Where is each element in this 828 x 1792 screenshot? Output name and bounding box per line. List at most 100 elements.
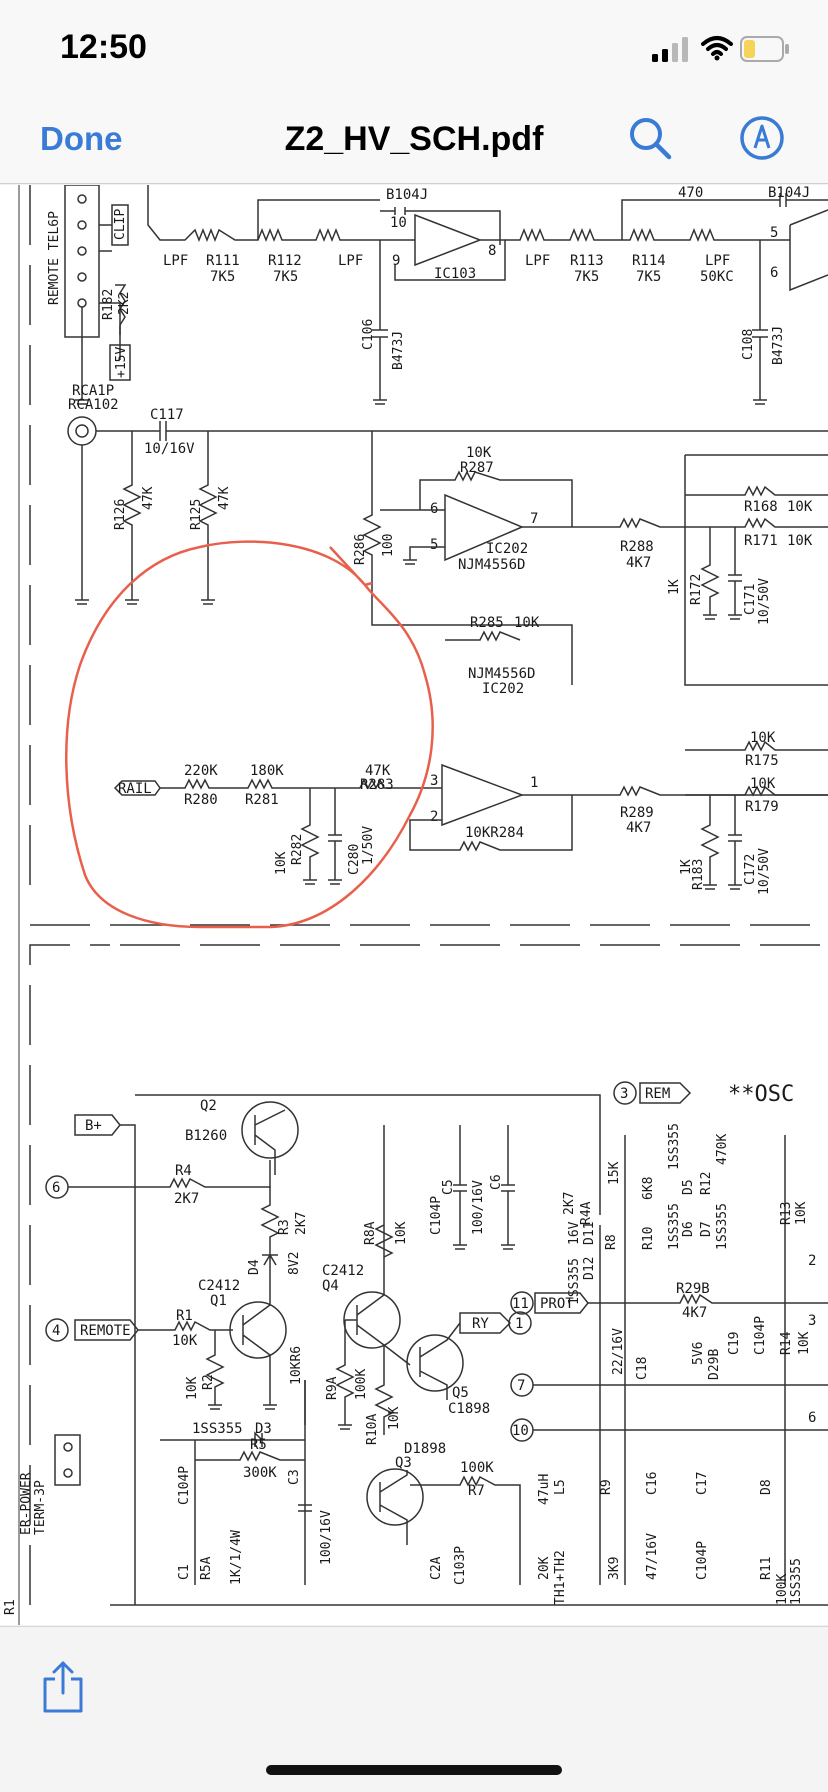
svg-text:Q4: Q4 [322, 1278, 339, 1294]
svg-text:R29B: R29B [676, 1281, 710, 1297]
svg-text:R8: R8 [604, 1234, 619, 1250]
svg-text:B1260: B1260 [185, 1128, 227, 1144]
svg-text:R183: R183 [691, 859, 706, 890]
svg-text:C6: C6 [489, 1174, 504, 1190]
svg-text:6: 6 [430, 501, 438, 517]
svg-text:ER-POWER: ER-POWER [19, 1472, 34, 1535]
svg-text:47K: 47K [141, 486, 156, 510]
bottom-toolbar [0, 1626, 828, 1792]
svg-text:RY: RY [472, 1316, 489, 1332]
svg-text:R5A: R5A [199, 1556, 214, 1580]
svg-text:LPF: LPF [163, 253, 188, 269]
svg-text:1SS355: 1SS355 [667, 1123, 682, 1170]
svg-text:1SS355: 1SS355 [715, 1203, 730, 1250]
markup-icon[interactable] [738, 114, 786, 162]
svg-text:47K: 47K [217, 486, 232, 510]
svg-text:C17: C17 [695, 1472, 710, 1495]
svg-text:LPF: LPF [338, 253, 363, 269]
svg-text:4K7: 4K7 [626, 820, 651, 836]
svg-text:CLIP: CLIP [113, 209, 128, 240]
svg-text:IC103: IC103 [434, 266, 476, 282]
svg-text:2K7: 2K7 [294, 1212, 309, 1235]
svg-text:10K: 10K [172, 1333, 198, 1349]
svg-text:TERM-3P: TERM-3P [33, 1480, 48, 1535]
svg-text:10K: 10K [394, 1221, 409, 1245]
svg-text:2: 2 [808, 1253, 816, 1269]
svg-text:47/16V: 47/16V [645, 1533, 660, 1580]
nav-bar: Done Z2_HV_SCH.pdf [0, 100, 828, 184]
svg-text:47uH: 47uH [537, 1474, 552, 1505]
svg-text:R289: R289 [620, 805, 654, 821]
svg-text:D7: D7 [699, 1221, 714, 1237]
svg-text:100: 100 [381, 534, 396, 557]
svg-text:2K2: 2K2 [117, 292, 132, 315]
svg-text:100K: 100K [775, 1574, 790, 1605]
svg-text:9: 9 [392, 253, 400, 269]
svg-text:IC202: IC202 [482, 681, 524, 697]
svg-text:1SS355: 1SS355 [789, 1558, 804, 1605]
svg-text:C104P: C104P [753, 1316, 768, 1355]
status-time: 12:50 [60, 28, 147, 66]
svg-text:100/16V: 100/16V [319, 1510, 334, 1565]
svg-text:10K: 10K [466, 445, 492, 461]
battery-icon [740, 36, 789, 62]
svg-text:470K: 470K [715, 1134, 730, 1165]
wifi-icon [701, 36, 733, 61]
svg-text:10K: 10K [514, 615, 540, 631]
svg-text:RCA102: RCA102 [68, 397, 119, 413]
svg-text:470: 470 [678, 185, 703, 201]
svg-text:D11: D11 [582, 1222, 597, 1245]
svg-text:C2412: C2412 [198, 1278, 240, 1294]
svg-text:10K: 10K [274, 851, 289, 875]
share-icon[interactable] [40, 1659, 86, 1715]
svg-text:D1898: D1898 [404, 1441, 446, 1457]
svg-text:Q1: Q1 [210, 1293, 227, 1309]
svg-text:D8: D8 [759, 1479, 774, 1495]
svg-text:10K: 10K [185, 1376, 200, 1400]
svg-text:16V: 16V [567, 1221, 582, 1245]
svg-text:R172: R172 [689, 574, 704, 605]
red-circle-annotation [65, 540, 434, 929]
svg-text:C171: C171 [743, 584, 758, 615]
svg-text:C1898: C1898 [448, 1401, 490, 1417]
svg-text:R281: R281 [245, 792, 279, 808]
svg-text:R168: R168 [744, 499, 778, 515]
status-bar: 12:50 [0, 0, 828, 100]
done-button[interactable]: Done [40, 120, 123, 157]
svg-text:R126: R126 [113, 499, 128, 530]
search-icon[interactable] [626, 114, 674, 162]
svg-text:R13: R13 [779, 1202, 794, 1225]
svg-text:10/50V: 10/50V [757, 848, 772, 895]
svg-text:C108: C108 [741, 329, 756, 360]
pdf-page-view[interactable]: REMOTE TEL6P CLIP R182 2K2 +15V LPF R111… [0, 185, 828, 1625]
svg-text:3: 3 [808, 1313, 816, 1329]
svg-text:C19: C19 [727, 1332, 742, 1355]
svg-text:10KR284: 10KR284 [465, 825, 524, 841]
svg-text:C104P: C104P [177, 1466, 192, 1505]
svg-text:R8A: R8A [363, 1221, 378, 1245]
svg-text:C16: C16 [645, 1472, 660, 1495]
svg-text:6: 6 [770, 265, 778, 281]
svg-text:B104J: B104J [768, 185, 810, 201]
svg-text:10K: 10K [387, 1406, 402, 1430]
svg-text:C1: C1 [177, 1564, 192, 1580]
svg-text:R285: R285 [470, 615, 504, 631]
svg-text:PROT: PROT [540, 1296, 574, 1312]
document-title: Z2_HV_SCH.pdf [284, 120, 544, 158]
svg-text:7K5: 7K5 [574, 269, 599, 285]
svg-text:2K7: 2K7 [174, 1191, 199, 1207]
svg-text:3: 3 [620, 1086, 628, 1102]
svg-text:2K7: 2K7 [562, 1192, 577, 1215]
svg-text:C5: C5 [441, 1179, 456, 1195]
svg-text:R7: R7 [468, 1483, 485, 1499]
svg-text:D6: D6 [681, 1221, 696, 1237]
svg-text:6: 6 [52, 1180, 60, 1196]
svg-text:R14: R14 [779, 1331, 794, 1355]
svg-text:1SS355: 1SS355 [192, 1421, 243, 1437]
svg-text:6K8: 6K8 [641, 1177, 656, 1200]
svg-text:R114: R114 [632, 253, 666, 269]
svg-text:4: 4 [52, 1323, 60, 1339]
svg-text:47K: 47K [365, 763, 391, 779]
svg-text:3: 3 [430, 773, 438, 789]
svg-text:4K7: 4K7 [626, 555, 651, 571]
